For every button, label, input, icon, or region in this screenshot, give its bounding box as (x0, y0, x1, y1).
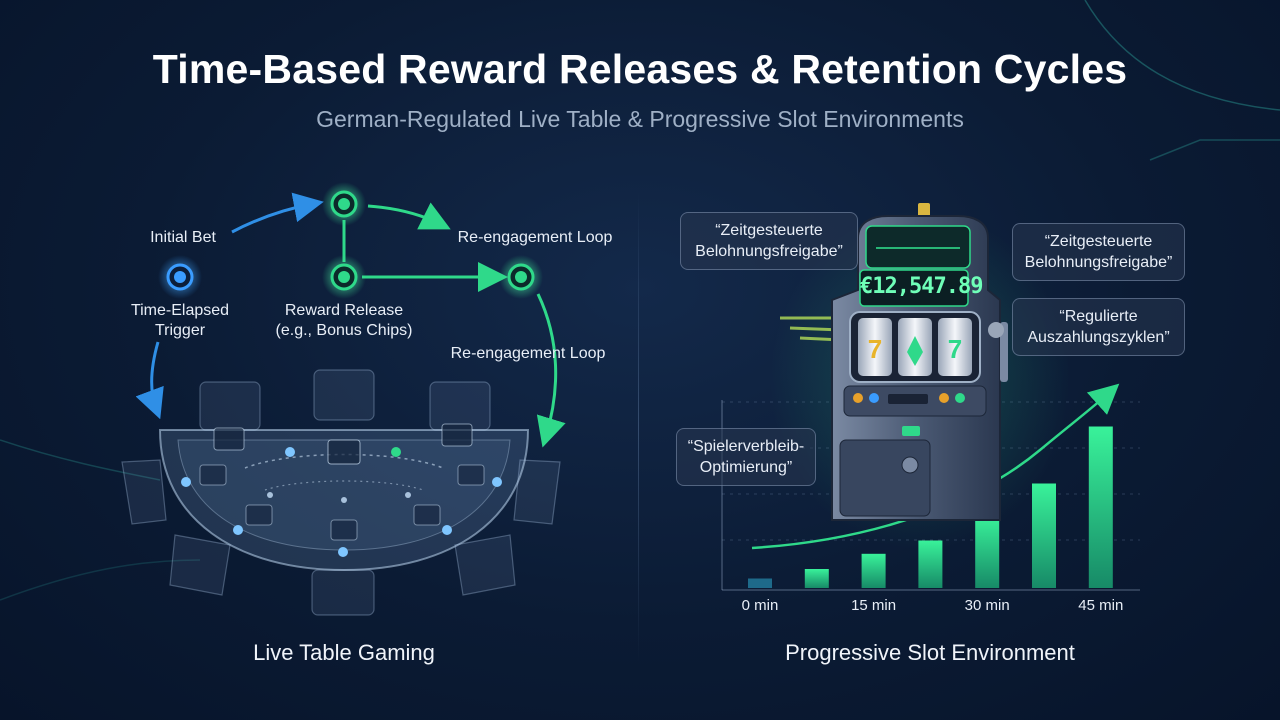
chart-bar (1088, 426, 1113, 588)
chart-tick-label: 45 min (1078, 597, 1124, 614)
svg-text:7: 7 (868, 334, 882, 364)
blackjack-table (158, 423, 530, 572)
callout-zeitgesteuerte-right: “Zeitgesteuerte Belohnungsfreigabe” (1012, 223, 1185, 281)
callout-zeitgesteuerte-left: “Zeitgesteuerte Belohnungsfreigabe” (680, 212, 858, 270)
chart-bar (804, 569, 829, 588)
arrow-top-to-loop (367, 202, 451, 230)
arrow-loop-to-table (536, 293, 566, 448)
chart-tick-label: 15 min (851, 597, 897, 614)
svg-text:7: 7 (948, 334, 962, 364)
slot-buttons (853, 393, 965, 404)
left-flow-diagram (121, 182, 566, 616)
jackpot-value: €12,547.89 (860, 274, 983, 299)
label-re-engagement-top: Re-engagement Loop (457, 229, 613, 246)
caption-live-table: Live Table Gaming (253, 640, 435, 665)
node-top (322, 182, 366, 226)
caption-progressive-slot: Progressive Slot Environment (785, 640, 1075, 665)
lever (1000, 322, 1008, 382)
jackpot-display (859, 269, 969, 307)
label-re-engagement-side: Re-engagement Loop (450, 345, 606, 362)
node-trigger (158, 255, 202, 299)
top-lamp (918, 203, 930, 217)
chart-tick-label: 0 min (741, 597, 779, 614)
callout-spielerverbleib: “Spielerverbleib- Optimierung” (676, 428, 816, 486)
page-subtitle: German-Regulated Live Table & Progressiv… (316, 106, 964, 132)
arrow-bet-to-top (231, 192, 324, 234)
page-title: Time-Based Reward Releases & Retention C… (152, 46, 1128, 92)
table-chairs (121, 369, 561, 616)
chart-bar (748, 578, 772, 588)
label-time-trigger: Time-Elapsed Trigger (130, 302, 230, 339)
chart-bar (861, 553, 886, 588)
chart-tick-label: 30 min (964, 597, 1010, 614)
panel-divider (638, 192, 639, 662)
callout-regulierte: “Regulierte Auszahlungszyklen” (1012, 298, 1185, 356)
label-initial-bet: Initial Bet (150, 229, 216, 246)
chart-bar (1032, 483, 1056, 588)
label-reward-release: Reward Release (e.g., Bonus Chips) (275, 302, 413, 339)
node-reward (322, 255, 366, 299)
node-loop (499, 255, 543, 299)
arrow-trigger-to-table (135, 341, 164, 420)
